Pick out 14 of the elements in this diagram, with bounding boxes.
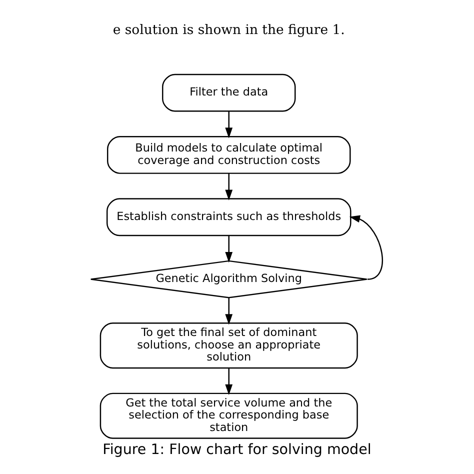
node-diamond: Genetic Algorithm Solving — [90, 260, 368, 298]
arrow — [225, 111, 233, 138]
arrow — [225, 368, 233, 395]
node-box: Establish constraints such as thresholds — [106, 198, 352, 236]
node-box: To get the final set of dominant solutions, choose an appropriate solution — [100, 322, 358, 369]
arrow — [225, 173, 233, 200]
caption: Figure 1: Flow chart for solving model — [102, 442, 372, 458]
node-box: Build models to calculate optimal coverage and construction costs — [107, 136, 351, 174]
arrow — [225, 298, 233, 325]
node-box: Filter the data — [162, 74, 296, 112]
arrow — [225, 236, 233, 263]
label: e solution is shown in the figure 1. — [112, 23, 345, 38]
node-box: Get the total service volume and the selection of the corresponding base station — [100, 392, 358, 439]
arrow — [349, 215, 383, 280]
